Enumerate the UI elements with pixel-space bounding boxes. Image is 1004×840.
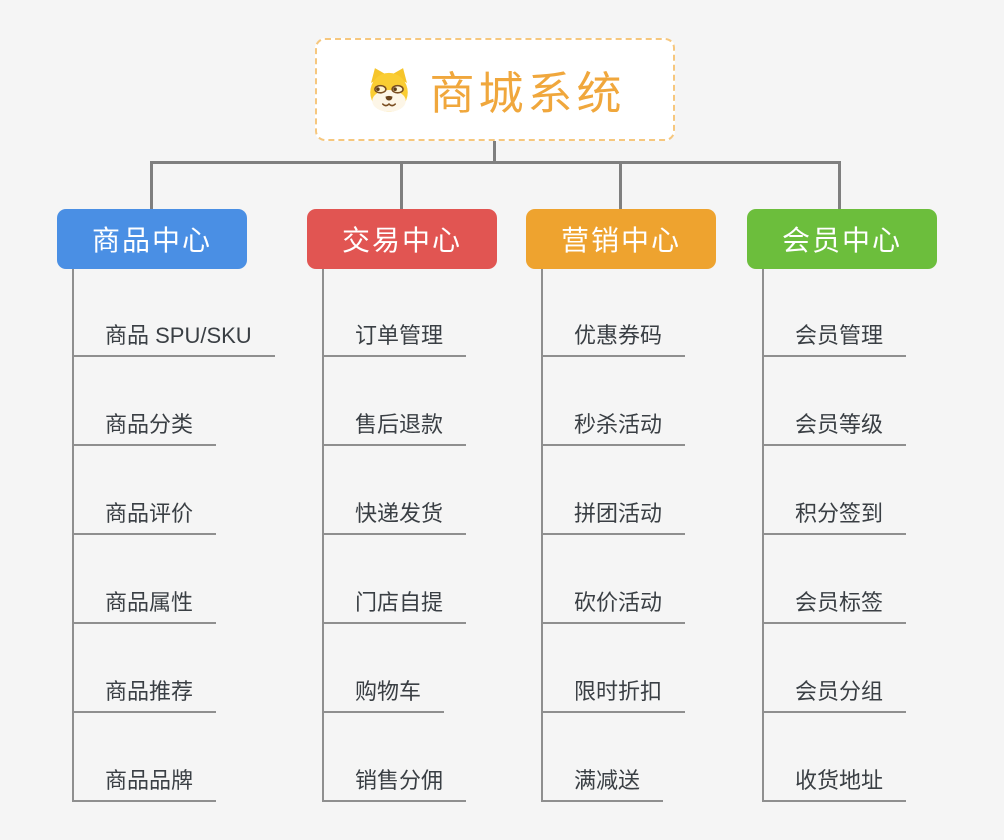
- leaf-node[interactable]: 商品推荐: [72, 681, 217, 713]
- branch-node-marketing-center[interactable]: 营销中心: [526, 209, 716, 269]
- leaf-node[interactable]: 限时折扣: [541, 681, 686, 713]
- leaf-node[interactable]: 收货地址: [762, 770, 907, 802]
- leaf-node[interactable]: 门店自提: [322, 592, 467, 624]
- leaf-node[interactable]: 快递发货: [322, 503, 467, 535]
- connector-bus: [150, 161, 841, 164]
- connector-drop-trade-center: [400, 161, 403, 210]
- leaf-node[interactable]: 会员管理: [762, 325, 907, 357]
- leaf-node[interactable]: 优惠券码: [541, 325, 686, 357]
- branch-node-trade-center[interactable]: 交易中心: [307, 209, 497, 269]
- leaf-node[interactable]: 商品 SPU/SKU: [72, 325, 275, 357]
- leaf-node[interactable]: 商品分类: [72, 414, 217, 446]
- leaf-node[interactable]: 会员等级: [762, 414, 907, 446]
- connector-root-stem: [493, 139, 496, 164]
- leaf-node[interactable]: 商品属性: [72, 592, 217, 624]
- leaf-node[interactable]: 积分签到: [762, 503, 907, 535]
- leaf-node[interactable]: 售后退款: [322, 414, 467, 446]
- connector-drop-member-center: [838, 161, 841, 210]
- leaf-node[interactable]: 商品品牌: [72, 770, 217, 802]
- root-title: 商城系统: [429, 68, 626, 119]
- leaf-node[interactable]: 砍价活动: [541, 592, 686, 624]
- leaf-node[interactable]: 满减送: [541, 770, 664, 802]
- branch-node-product-center[interactable]: 商品中心: [57, 209, 247, 269]
- branch-children-member-center: 会员管理 会员等级 积分签到 会员标签 会员分组 收货地址: [762, 269, 1004, 802]
- leaf-node[interactable]: 销售分佣: [322, 770, 467, 802]
- leaf-node[interactable]: 会员分组: [762, 681, 907, 713]
- branch-children-marketing-center: 优惠券码 秒杀活动 拼团活动 砍价活动 限时折扣 满减送: [541, 269, 801, 802]
- leaf-node[interactable]: 会员标签: [762, 592, 907, 624]
- leaf-node[interactable]: 商品评价: [72, 503, 217, 535]
- connector-drop-product-center: [150, 161, 153, 210]
- branch-children-trade-center: 订单管理 售后退款 快递发货 门店自提 购物车 销售分佣: [322, 269, 582, 802]
- leaf-node[interactable]: 购物车: [322, 681, 445, 713]
- shiba-dog-icon: [364, 66, 414, 114]
- leaf-node[interactable]: 拼团活动: [541, 503, 686, 535]
- branch-children-product-center: 商品 SPU/SKU 商品分类 商品评价 商品属性 商品推荐 商品品牌: [72, 269, 332, 802]
- connector-drop-marketing-center: [619, 161, 622, 210]
- root-node[interactable]: 商城系统: [315, 38, 675, 141]
- leaf-node[interactable]: 订单管理: [322, 325, 467, 357]
- branch-node-member-center[interactable]: 会员中心: [747, 209, 937, 269]
- leaf-node[interactable]: 秒杀活动: [541, 414, 686, 446]
